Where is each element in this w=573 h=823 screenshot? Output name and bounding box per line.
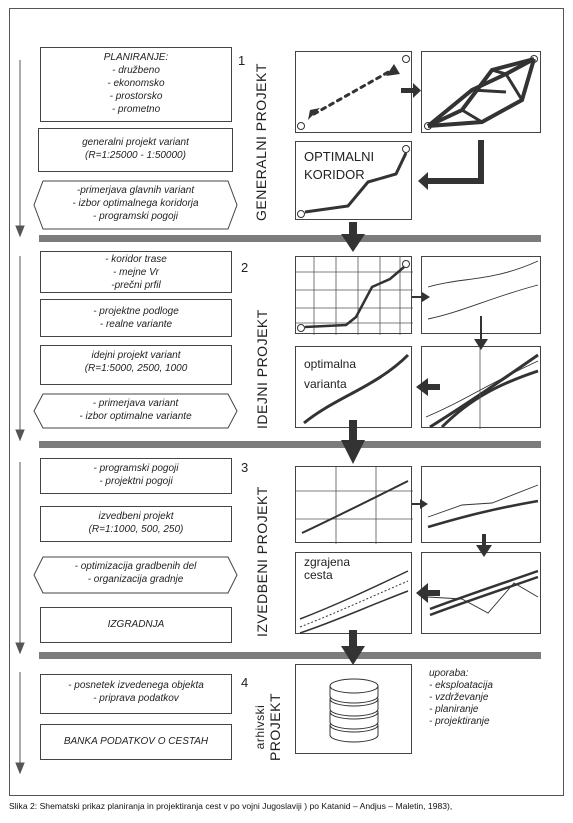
- decision-item: - organizacija gradnje: [87, 574, 184, 585]
- section-number-3: 3: [241, 460, 249, 475]
- section-divider-3: [39, 652, 541, 659]
- usage-item: - eksploatacija: [429, 680, 493, 691]
- variant-label-line: varianta: [304, 377, 347, 391]
- decision-item: - primerjava variant: [92, 398, 179, 409]
- idea-variants-box: idejni projekt variant (R=1:5000, 2500, …: [40, 345, 232, 385]
- conditions-box: - programski pogoji - projektni pogoji: [40, 458, 232, 494]
- usage-item: - planiranje: [429, 704, 479, 715]
- panel-optimal-corridor: OPTIMALNI KORIDOR: [295, 141, 412, 220]
- variants-compare-sketch: [425, 347, 539, 429]
- database-icon: [329, 678, 379, 743]
- grid-route-sketch: [296, 257, 413, 335]
- network-sketch: [424, 55, 538, 130]
- planning-item: - ekonomsko: [107, 78, 165, 89]
- condition-item: - programski pogoji: [93, 463, 179, 474]
- diagram-frame: [9, 8, 564, 796]
- panel-construction-detail: [421, 552, 541, 634]
- hex-shape: [33, 180, 238, 230]
- route-item: -prečni prfil: [111, 280, 161, 291]
- optimal-variant-label: optimalna varianta: [304, 354, 356, 394]
- general-variants-box: generalni projekt variant (R=1:25000 - 1…: [38, 128, 233, 172]
- section-number-4: 4: [241, 675, 249, 690]
- route-item: - koridor trase: [105, 254, 167, 265]
- basis-item: - realne variante: [99, 319, 173, 330]
- road-data-bank-label: BANKA PODATKOV O CESTAH: [63, 736, 209, 747]
- execution-project-box: izvedbeni projekt (R=1:1000, 500, 250): [40, 506, 232, 542]
- route-item: - mejne Vr: [113, 267, 159, 278]
- road-label-line: cesta: [304, 568, 333, 582]
- panel-variants-compare: [421, 346, 541, 429]
- optimal-variant-sketch: [303, 353, 410, 425]
- corridor-label-line: OPTIMALNI: [304, 149, 375, 164]
- optimal-corridor-label: OPTIMALNI KORIDOR: [304, 148, 374, 184]
- section-divider-1: [39, 235, 541, 242]
- planning-title: PLANIRANJE:: [103, 52, 169, 63]
- variants-detail-sketch: [427, 260, 539, 320]
- planning-item: - prostorsko: [109, 91, 163, 102]
- decision-item: - izbor optimalnega koridorja: [72, 198, 199, 209]
- variants-title: idejni projekt variant: [91, 350, 181, 361]
- built-road-label: zgrajena cesta: [304, 556, 350, 582]
- road-label-line: zgrajena: [304, 555, 351, 569]
- variant-label-line: optimalna: [304, 357, 357, 371]
- condition-item: - projektni pogoji: [99, 476, 173, 487]
- usage-item: - vzdrževanje: [429, 692, 489, 703]
- corridor-label-line: KORIDOR: [304, 167, 365, 182]
- survey-item: - posnetek izvedenega objekta: [68, 680, 204, 691]
- survey-box: - posnetek izvedenega objekta - priprava…: [40, 674, 232, 714]
- usage-title: uporaba:: [429, 668, 469, 679]
- variants-scale: (R=1:5000, 2500, 1000: [84, 363, 188, 374]
- execution-detail-sketch: [427, 484, 539, 529]
- hex-shape: [33, 556, 238, 594]
- basis-box: - projektne podloge - realne variante: [40, 299, 232, 337]
- decision-item: -primerjava glavnih variant: [76, 185, 195, 196]
- section-number-2: 2: [241, 260, 249, 275]
- panel-execution-grid: [295, 466, 413, 544]
- road-data-bank-box: BANKA PODATKOV O CESTAH: [40, 724, 232, 760]
- corridor-sketch: [297, 145, 410, 218]
- panel-optimal-variant: optimalna varianta: [295, 346, 412, 428]
- panel-execution-detail: [421, 466, 541, 543]
- panel-built-road: zgrajena cesta: [295, 552, 412, 634]
- endpoints-sketch: [297, 55, 410, 130]
- project-title: izvedbeni projekt: [98, 511, 174, 522]
- figure-caption: Slika 2: Shematski prikaz planiranja in …: [9, 801, 453, 811]
- construction-label: IZGRADNJA: [107, 619, 165, 630]
- usage-item: - projektiranje: [429, 716, 490, 727]
- project-scale: (R=1:1000, 500, 250): [88, 524, 184, 535]
- section-divider-2: [39, 441, 541, 448]
- construction-box: IZGRADNJA: [40, 607, 232, 643]
- panel-database: [295, 664, 412, 754]
- basis-item: - projektne podloge: [93, 306, 179, 317]
- execution-decisions-hex: - optimizacija gradbenih del - organizac…: [33, 556, 238, 594]
- panel-grid-route: [295, 256, 413, 335]
- construction-detail-sketch: [427, 569, 539, 617]
- section-number-1: 1: [238, 53, 246, 68]
- decision-item: - izbor optimalne variante: [79, 411, 192, 422]
- planning-item: - družbeno: [112, 65, 160, 76]
- execution-grid-sketch: [296, 467, 413, 544]
- idea-decisions-hex: - primerjava variant - izbor optimalne v…: [33, 393, 238, 429]
- route-box: - koridor trase - mejne Vr -prečni prfil: [40, 251, 232, 293]
- variants-scale: (R=1:25000 - 1:50000): [85, 150, 186, 161]
- decision-item: - optimizacija gradbenih del: [74, 561, 197, 572]
- planning-box: PLANIRANJE: - družbeno - ekonomsko - pro…: [40, 47, 232, 122]
- usage-list: uporaba: - eksploatacija - vzdrževanje -…: [429, 668, 493, 728]
- planning-item: - prometno: [111, 104, 161, 115]
- panel-route-network: [421, 51, 541, 133]
- decision-item: - programski pogoji: [92, 211, 179, 222]
- built-road-sketch: [299, 570, 409, 634]
- hex-shape: [33, 393, 238, 429]
- panel-endpoints: [295, 51, 412, 133]
- general-decisions-hex: -primerjava glavnih variant - izbor opti…: [33, 180, 238, 230]
- survey-item: - priprava podatkov: [93, 693, 179, 704]
- variants-title: generalni projekt variant: [82, 137, 189, 148]
